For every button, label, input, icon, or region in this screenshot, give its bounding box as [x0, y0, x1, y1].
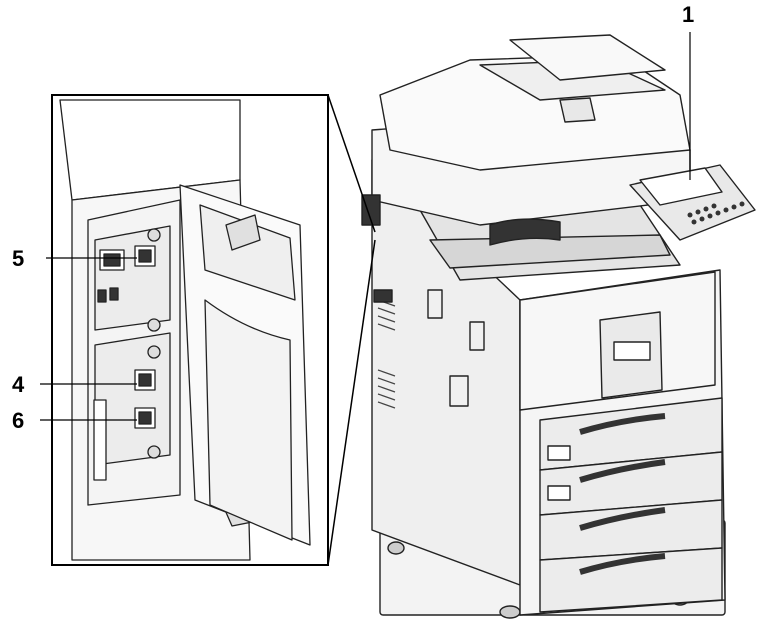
callout-label-1: 1 — [682, 2, 694, 27]
side-panel-mark — [449, 375, 469, 407]
front-cover — [519, 271, 716, 411]
multifunction-printer — [361, 34, 756, 619]
usb-port-indicator — [373, 289, 393, 303]
zoom-connector-lines — [327, 94, 376, 566]
side-latch — [427, 289, 443, 319]
side-latch-2 — [469, 321, 485, 351]
interface-slot-cover — [361, 194, 381, 226]
callout-leaders — [40, 32, 691, 421]
document-feeder — [379, 34, 691, 246]
control-panel — [629, 164, 756, 241]
inset-detail-view — [51, 94, 329, 566]
callout-label-5: 5 — [12, 246, 24, 271]
paper-tray-stack — [539, 397, 723, 613]
callout-label-4: 4 — [12, 372, 25, 397]
callout-labels: 1 5 4 6 — [12, 2, 694, 433]
inset-machine-side — [59, 99, 311, 561]
side-vents — [377, 299, 396, 409]
callout-label-6: 6 — [12, 408, 24, 433]
